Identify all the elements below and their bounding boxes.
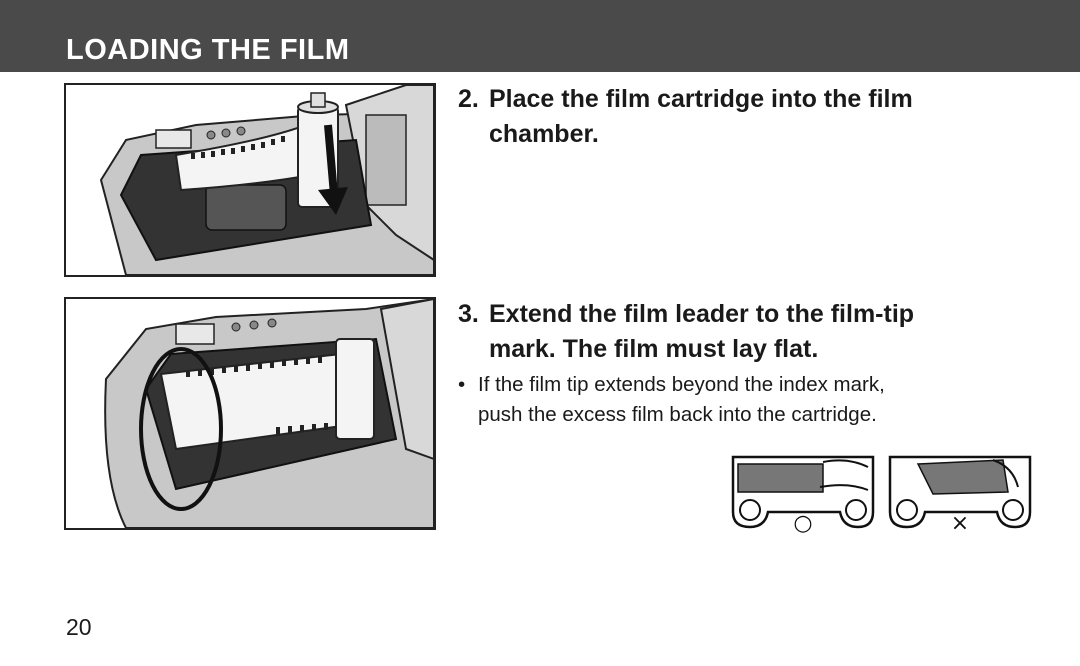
step-text: Place the film cartridge into the film c… bbox=[489, 82, 913, 152]
correct-mark-icon: ○ bbox=[793, 511, 812, 534]
page-header-bar: LOADING THE FILM bbox=[0, 0, 1080, 72]
bullet-icon: • bbox=[458, 373, 466, 396]
note-text: If the film tip extends beyond the index… bbox=[478, 370, 885, 430]
incorrect-film-diagram bbox=[888, 455, 1032, 529]
incorrect-mark-icon: × bbox=[951, 511, 969, 534]
note-text-line: push the excess film back into the cartr… bbox=[478, 403, 877, 426]
step-number: 3. bbox=[458, 300, 479, 328]
step-text-line: chamber. bbox=[489, 120, 599, 148]
note-text-line: If the film tip extends beyond the index… bbox=[478, 373, 885, 396]
page-title: LOADING THE FILM bbox=[66, 34, 350, 66]
step-text: Extend the film leader to the film-tip m… bbox=[489, 297, 914, 367]
page-number: 20 bbox=[66, 614, 92, 640]
step-text-line: Place the film cartridge into the film bbox=[489, 85, 913, 113]
step-text-line: mark. The film must lay flat. bbox=[489, 335, 819, 363]
step-number: 2. bbox=[458, 85, 479, 113]
film-position-diagram: ○ × bbox=[728, 452, 1034, 536]
cartridge-insertion-illustration bbox=[64, 83, 436, 277]
step-text-line: Extend the film leader to the film-tip bbox=[489, 300, 915, 328]
film-leader-illustration bbox=[64, 297, 436, 530]
correct-film-diagram bbox=[731, 455, 875, 529]
